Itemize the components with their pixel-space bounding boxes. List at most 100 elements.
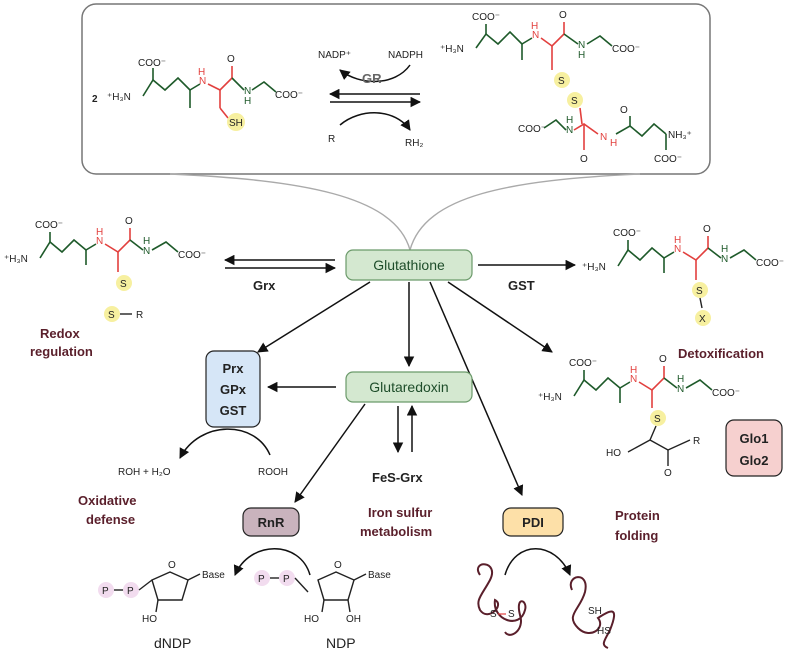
glutathione-node[interactable]: Glutathione xyxy=(345,249,473,281)
amine-label: ⁺H₃N xyxy=(538,392,562,403)
sulfur-label: S xyxy=(654,414,661,425)
thiol-label: SH xyxy=(229,118,243,129)
glo2-label: Glo2 xyxy=(740,453,769,468)
hydroxyl-label: OH xyxy=(346,614,361,625)
carboxylate-label: COO⁻ xyxy=(613,228,641,239)
r-group-text: R xyxy=(136,310,143,321)
base-label: Base xyxy=(368,570,391,581)
x-group-text: X xyxy=(699,314,706,325)
carboxylate-label: COO⁻ xyxy=(712,388,740,399)
carbonyl-o-label: O xyxy=(659,354,667,365)
carboxylate-label: COO⁻ xyxy=(275,90,303,101)
redox-regulation-label-2: regulation xyxy=(30,344,93,359)
hydroxyl-label: HO xyxy=(142,614,157,625)
carbonyl-o-label: O xyxy=(620,105,628,116)
amide-h-label: H xyxy=(531,21,538,32)
sulfur-label: S xyxy=(490,609,497,620)
ndp-label: NDP xyxy=(326,635,356,651)
prx-label: Prx xyxy=(223,361,245,376)
sulfur-label: S xyxy=(120,279,127,290)
glutaredoxin-node[interactable]: Glutaredoxin xyxy=(345,371,473,403)
amine-label: ⁺H₃N xyxy=(440,44,464,55)
carboxylate-label: COO⁻ xyxy=(178,250,206,261)
nadp-text: NADP⁺ xyxy=(318,50,351,61)
glutaredoxin-label: Glutaredoxin xyxy=(369,379,448,395)
reduced-protein-thiols: SH HS xyxy=(569,576,616,649)
glyoxalase-box[interactable]: Glo1 Glo2 xyxy=(725,419,783,477)
ndp-structure: P P O Base HO OH NDP xyxy=(254,560,391,651)
sulfur-label: S xyxy=(108,310,115,321)
protein-folding-label-2: folding xyxy=(615,528,658,543)
fesgrx-label: FeS-Grx xyxy=(372,470,423,485)
amide4-h-label: H xyxy=(610,138,617,149)
carboxylate-label: COO⁻ xyxy=(472,12,500,23)
rnr-label: RnR xyxy=(258,515,285,530)
amide-n-label: N xyxy=(96,236,103,247)
pdi-label: PDI xyxy=(522,515,544,530)
amide2-h-label: H xyxy=(143,236,150,247)
grx-enzyme-label: Grx xyxy=(253,278,276,293)
carboxylate-label: COO⁻ xyxy=(138,58,166,69)
thiol-label: HS xyxy=(597,626,611,637)
carboxylate-label: COO⁻ xyxy=(569,358,597,369)
carbonyl-o-label: O xyxy=(125,216,133,227)
phosphate-label: P xyxy=(283,574,290,585)
carboxylate-label: COO⁻ xyxy=(35,220,63,231)
amide2-n-label: N xyxy=(244,86,251,97)
amine-label: ⁺H₃N xyxy=(582,262,606,273)
amide-h-label: H xyxy=(198,67,205,78)
iron-sulfur-label: Iron sulfur xyxy=(368,505,432,520)
carbonyl-o-label: O xyxy=(580,154,588,165)
peroxidase-box[interactable]: Prx GPx GST xyxy=(205,350,261,428)
pdi-box[interactable]: PDI xyxy=(502,507,564,537)
phosphate-label: P xyxy=(102,586,109,597)
thiol-label: SH xyxy=(588,606,602,617)
carboxylate-label: COO⁻ xyxy=(612,44,640,55)
amide2-n-label: N xyxy=(143,246,150,257)
hydroxyl-label: HO xyxy=(304,614,319,625)
phosphate-label: P xyxy=(127,586,134,597)
coefficient-text: 2 xyxy=(92,94,98,105)
r-group-label: R xyxy=(693,436,700,447)
amide-n-label: N xyxy=(532,30,539,41)
base-label: Base xyxy=(202,570,225,581)
amide4-n-label: N xyxy=(600,132,607,143)
carboxylate-label: COO⁻ xyxy=(518,124,546,135)
rnr-box[interactable]: RnR xyxy=(242,507,300,537)
gr-enzyme-label: GR xyxy=(362,71,382,86)
redox-regulation-label: Redox xyxy=(40,326,81,341)
amine-label: NH₃⁺ xyxy=(668,130,692,141)
amide-h-label: H xyxy=(630,365,637,376)
sulfur-label: S xyxy=(696,286,703,297)
hydroxyl-label: HO xyxy=(606,448,621,459)
ring-o-label: O xyxy=(168,560,176,571)
reduced-glutathione-structure: 2 ⁺H₃N COO⁻ N H O SH N H COO⁻ xyxy=(92,54,303,131)
carbonyl-o-label: O xyxy=(664,468,672,479)
detoxification-label: Detoxification xyxy=(678,346,764,361)
nadph-text: NADPH xyxy=(388,50,423,61)
lactoylglutathione-structure: ⁺H₃N COO⁻ N H O N H COO⁻ S HO O R xyxy=(538,354,740,479)
oxidative-defense-label-2: defense xyxy=(86,512,135,527)
amide2-h-label: H xyxy=(677,374,684,385)
glutathione-label: Glutathione xyxy=(373,257,445,273)
amide2-h-label: H xyxy=(578,50,585,61)
amide-n-label: N xyxy=(199,76,206,87)
carbonyl-o-label: O xyxy=(559,10,567,21)
ring-o-label: O xyxy=(334,560,342,571)
oxidative-defense-label: Oxidative xyxy=(78,493,137,508)
gr-reaction-inset: 2 ⁺H₃N COO⁻ N H O SH N H COO⁻ xyxy=(81,3,711,251)
sulfur2-label: S xyxy=(571,96,578,107)
phosphate-label: P xyxy=(258,574,265,585)
amide3-n-label: N xyxy=(566,125,573,136)
grx-arrows: Grx xyxy=(223,254,337,293)
oxidized-glutathione-structure: ⁺H₃N COO⁻ N H O N H COO⁻ S S COO⁻ xyxy=(440,10,692,165)
sulfur-label: S xyxy=(508,609,515,620)
amide-h-label: H xyxy=(674,235,681,246)
amide-n-label: N xyxy=(674,244,681,255)
carboxylate-label: COO⁻ xyxy=(654,154,682,165)
gr-reaction-arrows: NADP⁺ NADPH GR R RH₂ xyxy=(318,50,423,149)
gst-label: GST xyxy=(220,403,247,418)
amine-label: ⁺H₃N xyxy=(107,92,131,103)
amide-h-label: H xyxy=(96,227,103,238)
